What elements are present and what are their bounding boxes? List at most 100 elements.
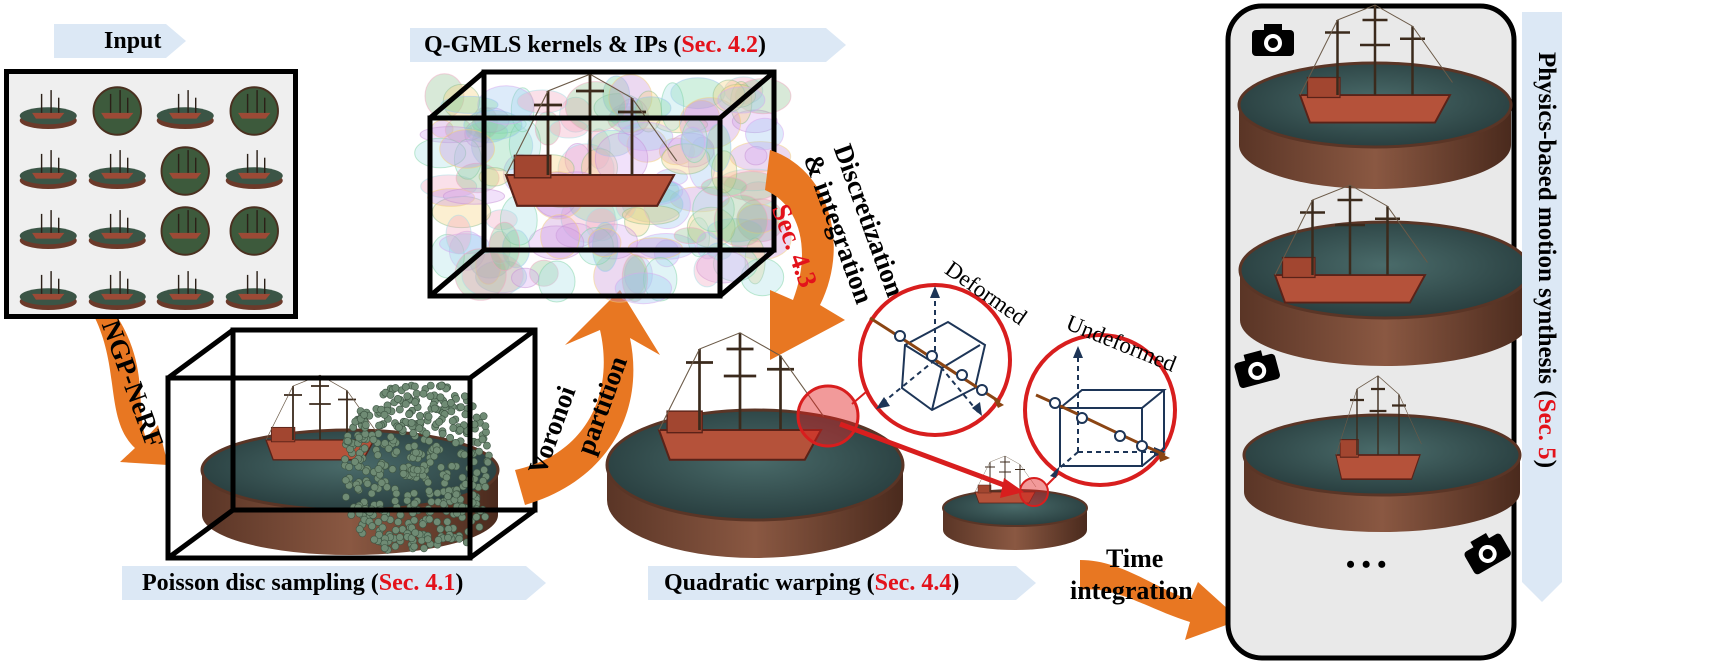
sample-point	[434, 536, 443, 544]
sample-point	[482, 441, 491, 450]
input-view-thumbnail	[221, 80, 288, 138]
sample-point	[391, 384, 400, 392]
sample-point	[442, 473, 451, 482]
sample-point	[481, 422, 490, 430]
sample-point	[452, 490, 461, 499]
camera-icon	[1234, 350, 1280, 389]
sample-point	[410, 441, 419, 450]
sample-point	[355, 525, 364, 534]
gmls-kernel	[445, 214, 472, 255]
sample-point	[439, 500, 448, 509]
gmls-kernel	[720, 83, 757, 108]
sample-point	[455, 534, 464, 543]
sample-point	[363, 479, 372, 488]
sample-point	[388, 465, 397, 474]
sample-point	[345, 463, 354, 471]
sample-point	[479, 412, 488, 421]
sample-point	[343, 437, 352, 445]
sample-point	[394, 423, 403, 432]
gmls-kernel	[680, 126, 706, 159]
sample-point	[452, 394, 460, 403]
gmls-kernel	[700, 176, 748, 197]
sample-point	[420, 544, 428, 553]
sample-point	[373, 451, 382, 460]
sample-point	[380, 514, 389, 522]
sample-point	[425, 486, 433, 495]
sample-point	[413, 466, 422, 474]
sample-point	[483, 458, 492, 467]
gmls-kernel	[713, 194, 769, 247]
sample-point	[427, 497, 436, 506]
sample-point	[386, 432, 395, 441]
sample-point	[341, 455, 349, 464]
sample-point	[374, 465, 383, 473]
sample-point	[451, 438, 460, 447]
sample-point	[380, 544, 389, 552]
sample-point	[410, 382, 419, 391]
poisson-banner-label: Poisson disc sampling (Sec. 4.1)	[142, 570, 464, 596]
sample-point	[444, 533, 452, 542]
synthesis-banner-label: Physics-based motion synthesis (Sec. 5)	[1533, 52, 1560, 469]
sample-point	[444, 492, 452, 501]
gmls-kernel	[692, 186, 735, 232]
input-view-thumbnail	[152, 261, 219, 319]
sample-point	[369, 435, 378, 444]
sample-point	[392, 447, 401, 456]
qgmls-kernel-scene	[414, 72, 792, 305]
sample-point	[480, 465, 488, 474]
input-view-thumbnail	[152, 200, 219, 258]
sample-point	[354, 433, 363, 442]
sample-point	[426, 458, 435, 467]
sample-point	[342, 493, 350, 501]
sample-point	[432, 446, 441, 455]
sample-point	[375, 530, 383, 539]
sample-point	[447, 407, 456, 416]
more-frames-ellipsis: • • •	[1346, 550, 1387, 579]
sample-point	[412, 389, 421, 398]
sample-point	[426, 381, 435, 390]
qgmls-banner: Q-GMLS kernels & IPs (Sec. 4.2)	[410, 28, 846, 62]
sample-point	[481, 512, 489, 521]
input-view-thumbnail	[15, 261, 82, 319]
gmls-kernel	[745, 117, 784, 151]
sample-point	[456, 425, 464, 434]
synthesis-section-ref: Sec. 5	[1533, 398, 1560, 460]
warping-banner-label: Quadratic warping (Sec. 4.4)	[664, 570, 960, 596]
sample-point	[430, 404, 439, 413]
sample-point	[415, 424, 424, 433]
qgmls-section-ref: Sec. 4.2	[681, 32, 758, 58]
gmls-kernel	[667, 132, 715, 168]
input-view-thumbnail	[152, 80, 219, 138]
callout-line-deformed	[851, 391, 867, 405]
input-view-thumbnail	[221, 140, 288, 198]
sample-point	[395, 533, 404, 542]
sample-point	[407, 418, 416, 427]
warping-banner: Quadratic warping (Sec. 4.4)	[648, 566, 1036, 600]
sample-point	[410, 499, 419, 508]
input-view-thumbnail	[221, 200, 288, 258]
gmls-kernel	[669, 186, 730, 213]
sample-point	[425, 515, 434, 524]
sample-point	[410, 542, 419, 551]
sample-point	[426, 392, 435, 401]
sample-point	[433, 489, 442, 497]
sample-point	[419, 389, 428, 398]
warping-large-plate	[605, 331, 905, 558]
sample-point	[411, 398, 420, 407]
sample-point	[361, 430, 370, 438]
sample-point	[394, 518, 402, 526]
sample-point	[395, 405, 404, 414]
sample-point	[401, 400, 410, 408]
sample-point	[362, 467, 370, 476]
gmls-kernel	[585, 207, 618, 242]
sample-point	[403, 392, 412, 400]
sample-point	[384, 444, 393, 453]
sample-point	[443, 517, 452, 526]
gmls-kernel	[621, 204, 680, 225]
time-integration-label-line2: integration	[1070, 576, 1193, 605]
sample-point	[350, 457, 359, 466]
gmls-kernel	[731, 109, 778, 134]
input-view-thumbnail	[84, 140, 151, 198]
sample-point	[460, 450, 469, 459]
